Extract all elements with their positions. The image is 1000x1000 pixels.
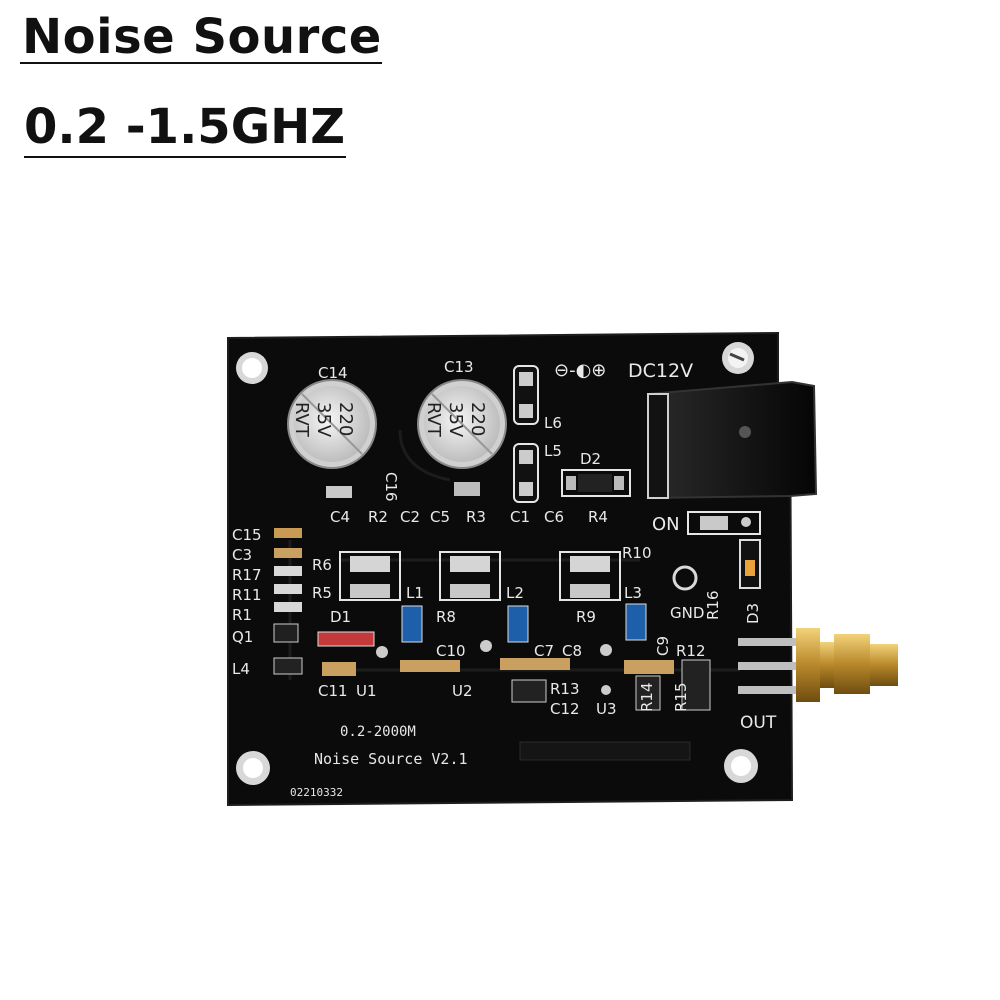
label-c3: C3 (232, 546, 252, 564)
label-r16: R16 (704, 590, 722, 620)
label-l4: L4 (232, 660, 250, 678)
capacitor-c14-voltage: 35V (313, 402, 334, 438)
bottom-row-parts (322, 640, 711, 711)
label-c5: C5 (430, 508, 450, 526)
capacitor-c13: 220 35V RVT (417, 379, 507, 496)
dc-power-jack (647, 380, 818, 500)
label-u1: U1 (356, 682, 377, 700)
amp-stage-2 (439, 551, 501, 601)
label-r9: R9 (576, 608, 596, 626)
barcode-area (519, 741, 691, 761)
capacitor-c14: 220 35V RVT (287, 379, 377, 498)
blue-inductors (401, 603, 647, 643)
model-silk-label: Noise Source V2.1 (314, 750, 468, 768)
label-l2: L2 (506, 584, 524, 602)
label-r1: R1 (232, 606, 252, 624)
label-u3: U3 (596, 700, 617, 718)
label-r2: R2 (368, 508, 388, 526)
label-l6: L6 (544, 414, 562, 432)
label-u2: U2 (452, 682, 473, 700)
label-r8: R8 (436, 608, 456, 626)
label-r5: R5 (312, 584, 332, 602)
amp-stage-3 (559, 551, 621, 601)
label-r6: R6 (312, 556, 332, 574)
inductors-l5-l6 (513, 365, 539, 503)
product-title: Noise Source (22, 9, 382, 65)
label-r3: R3 (466, 508, 486, 526)
label-c8: C8 (562, 642, 582, 660)
on-label: ON (652, 514, 680, 535)
frequency-range: 0.2 -1.5GHZ (24, 99, 346, 155)
out-label: OUT (740, 713, 777, 733)
capacitor-c13-label: C13 (444, 358, 474, 376)
label-r13: R13 (550, 680, 580, 698)
serial-number: 02210332 (290, 786, 343, 799)
gnd-test-point (672, 565, 698, 591)
mounting-holes (236, 342, 758, 785)
label-r10: R10 (622, 544, 652, 562)
label-r15: R15 (672, 682, 690, 712)
label-c9: C9 (654, 636, 672, 656)
label-c7: C7 (534, 642, 554, 660)
power-symbol: ⊖-◐⊕ (554, 360, 606, 381)
label-r4: R4 (588, 508, 608, 526)
capacitor-c14-brand: RVT (291, 402, 312, 438)
label-d2: D2 (580, 450, 601, 468)
on-indicator (687, 511, 761, 535)
label-c10: C10 (436, 642, 466, 660)
diode-d2 (561, 469, 631, 497)
label-r12: R12 (676, 642, 706, 660)
label-c15: C15 (232, 526, 262, 544)
power-label: DC12V (628, 360, 693, 382)
title-underline (20, 62, 382, 64)
label-l1: L1 (406, 584, 424, 602)
gnd-label: GND (670, 604, 704, 622)
label-l3: L3 (624, 584, 642, 602)
silkscreen-labels: C14 C13 ⊖-◐⊕ DC12V C16 L6 L5 D2 ON C4 R2… (232, 358, 777, 799)
label-c16: C16 (382, 472, 400, 502)
label-d1: D1 (330, 608, 351, 626)
label-r17: R17 (232, 566, 262, 584)
subtitle-underline (24, 156, 346, 158)
capacitor-c13-voltage: 35V (445, 402, 466, 438)
capacitor-c14-value: 220 (335, 402, 356, 436)
label-q1: Q1 (232, 628, 253, 646)
smd-column-left (273, 528, 303, 675)
capacitor-c14-label: C14 (318, 364, 348, 382)
capacitor-c13-value: 220 (467, 402, 488, 436)
amp-stage-1 (339, 551, 401, 601)
frequency-silk-label: 0.2-2000M (340, 724, 416, 740)
label-c4: C4 (330, 508, 350, 526)
label-l5: L5 (544, 442, 562, 460)
label-c6: C6 (544, 508, 564, 526)
capacitor-c13-brand: RVT (423, 402, 444, 438)
sma-output-connector (738, 628, 898, 702)
label-r11: R11 (232, 586, 262, 604)
label-c2: C2 (400, 508, 420, 526)
label-c1: C1 (510, 508, 530, 526)
label-r14: R14 (638, 682, 656, 712)
label-d3: D3 (744, 603, 762, 624)
label-c11: C11 (318, 682, 348, 700)
label-c12: C12 (550, 700, 580, 718)
diode-d1 (317, 631, 375, 647)
